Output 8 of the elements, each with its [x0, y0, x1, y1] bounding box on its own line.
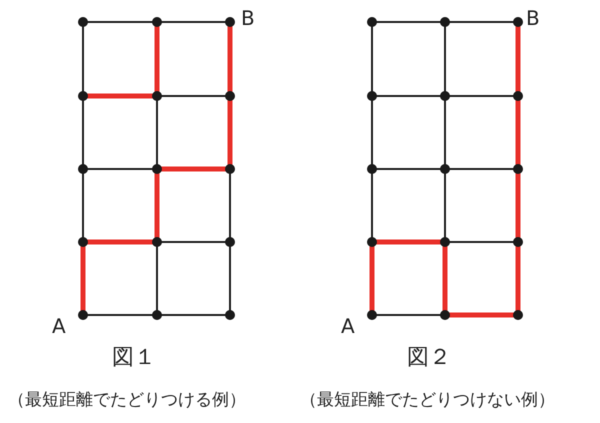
point-label: A [52, 316, 66, 336]
caption-text: （最短距離でたどりつける例） [8, 392, 246, 409]
figure-label: 図２ [407, 347, 451, 369]
figure-label: 図１ [112, 347, 156, 369]
point-label: A [341, 316, 355, 336]
caption-text: （最短距離でたどりつけない例） [300, 392, 555, 409]
point-label: B [526, 8, 540, 28]
point-label: B [241, 8, 255, 28]
